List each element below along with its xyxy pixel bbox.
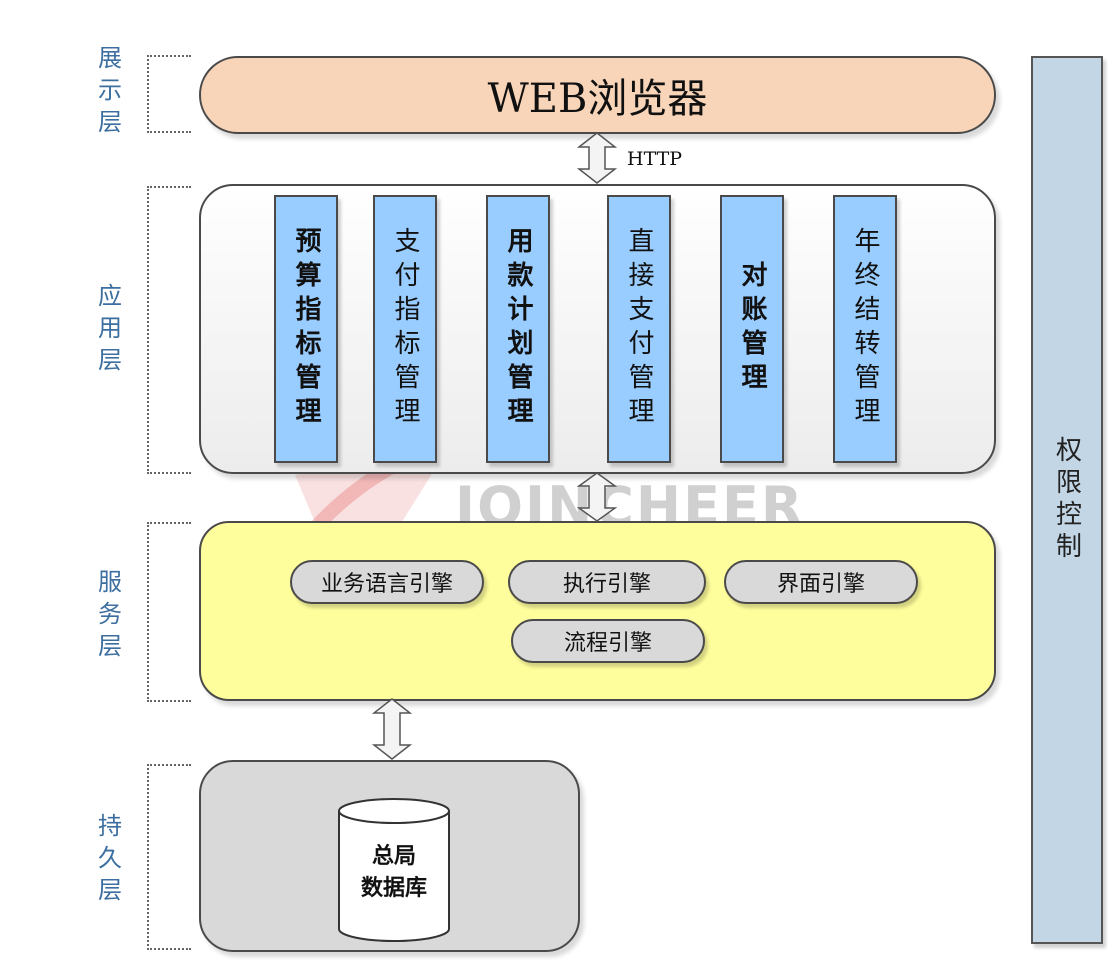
module-fund-plan: 用款计划管理 (486, 195, 550, 463)
database-label-line1: 总局 (371, 843, 416, 869)
layer-label-service: 服务层 (98, 568, 122, 660)
module-label: 支付指标管理 (390, 227, 420, 431)
module-year-end-carryover: 年终结转管理 (833, 195, 897, 463)
bracket-service (147, 522, 191, 702)
engine-business-language: 业务语言引擎 (290, 560, 484, 604)
engine-workflow: 流程引擎 (511, 619, 705, 663)
module-label: 年终结转管理 (850, 227, 880, 431)
database-icon (338, 798, 450, 942)
web-browser-label: WEB浏览器 (487, 76, 708, 122)
bracket-persistence (147, 764, 191, 950)
service-layer-box (199, 521, 996, 701)
database-label-line2: 数据库 (360, 875, 427, 901)
module-reconciliation: 对账管理 (720, 195, 784, 463)
module-label: 对账管理 (737, 261, 767, 397)
module-label: 直接支付管理 (624, 227, 654, 431)
engine-interface: 界面引擎 (724, 560, 918, 604)
layer-label-persistence: 持久层 (98, 812, 122, 904)
bracket-presentation (147, 55, 191, 133)
layer-label-application: 应用层 (98, 282, 122, 374)
layer-label-presentation: 展示层 (98, 44, 122, 136)
module-label: 预算指标管理 (291, 227, 321, 431)
double-arrow-icon (577, 132, 617, 184)
module-payment-index: 支付指标管理 (373, 195, 437, 463)
http-label: HTTP (627, 148, 683, 170)
permission-control-label: 权限控制 (1051, 436, 1082, 564)
double-arrow-icon (372, 698, 412, 760)
engine-execution: 执行引擎 (508, 560, 706, 604)
module-label: 用款计划管理 (503, 227, 533, 431)
bracket-application (147, 186, 191, 474)
module-direct-payment: 直接支付管理 (607, 195, 671, 463)
web-browser-box: WEB浏览器 (199, 56, 996, 134)
permission-control-bar: 权限控制 (1031, 56, 1103, 944)
database-label: 总局 数据库 (338, 840, 450, 904)
module-budget-index: 预算指标管理 (274, 195, 338, 463)
double-arrow-icon (577, 472, 617, 522)
